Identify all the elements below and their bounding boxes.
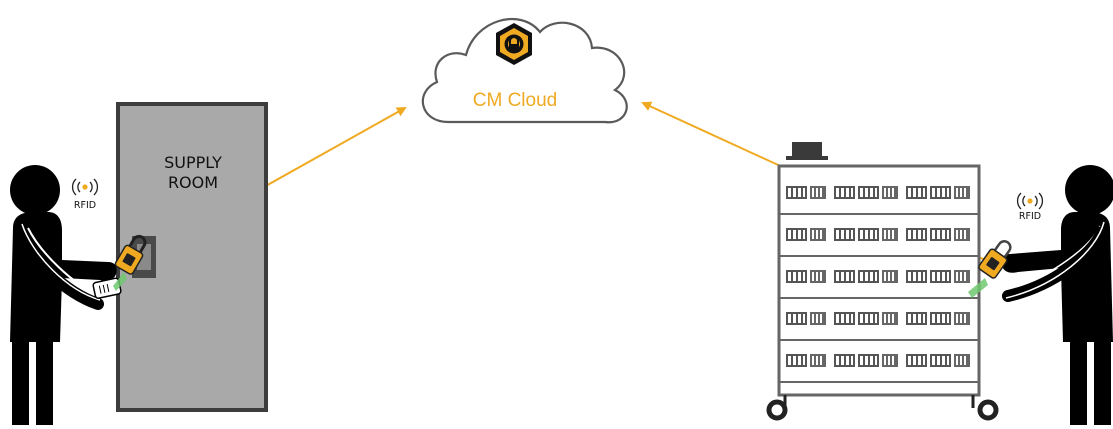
right-padlock-icon <box>978 240 1012 279</box>
rack-bin <box>954 186 970 199</box>
left-person-icon <box>10 165 117 425</box>
cloud-label: CM Cloud <box>473 90 557 111</box>
door-label-line2: ROOM <box>168 173 218 192</box>
left-scan-beam <box>113 272 127 291</box>
rack-bin <box>882 312 898 325</box>
rack-bin <box>834 312 855 325</box>
rack-bin <box>786 354 807 367</box>
rack-bin <box>858 312 879 325</box>
rack-laptop-screen <box>792 142 822 156</box>
rack-bin <box>954 270 970 283</box>
rack-bin <box>882 270 898 283</box>
rack-bin <box>954 354 970 367</box>
left-rfid-label: RFID <box>74 200 96 211</box>
cm-hexagon-lock-logo <box>496 23 532 65</box>
rack-bin <box>810 270 826 283</box>
door-label-line1: SUPPLY <box>164 153 222 172</box>
rack-bin <box>834 270 855 283</box>
right-rfid-signal-icon <box>1016 192 1044 210</box>
left-rfid-signal-icon <box>71 178 99 196</box>
rack-bin <box>930 228 951 241</box>
rack-bin <box>906 354 927 367</box>
rack-bin <box>906 270 927 283</box>
rack-bin <box>810 312 826 325</box>
rack-bin <box>930 354 951 367</box>
rack-bin <box>954 228 970 241</box>
rack-bin <box>810 186 826 199</box>
rack-bin <box>786 186 807 199</box>
rack-bin <box>906 186 927 199</box>
rack-bin <box>882 354 898 367</box>
rack-bin <box>786 270 807 283</box>
rack-bin <box>786 228 807 241</box>
right-rfid-label: RFID <box>1019 211 1041 222</box>
right-person-icon <box>1001 165 1113 425</box>
right-scan-beam <box>968 278 988 298</box>
rack-bin <box>810 228 826 241</box>
rack-bin <box>930 186 951 199</box>
rack-bin <box>834 354 855 367</box>
right-rfid-badge: RFID <box>1016 192 1044 222</box>
rack-bin <box>858 228 879 241</box>
rack-bin <box>882 186 898 199</box>
rack-bin <box>858 354 879 367</box>
cm-cloud: CM Cloud <box>421 17 628 124</box>
rack-bin <box>786 312 807 325</box>
cloud-outline <box>421 17 628 124</box>
rack-laptop-base <box>786 156 828 160</box>
rack-bin <box>906 312 927 325</box>
rack-wheel-right <box>977 399 999 421</box>
rack-bin <box>810 354 826 367</box>
rack-bin <box>906 228 927 241</box>
rack-bin <box>954 312 970 325</box>
rack-bin <box>834 186 855 199</box>
left-rfid-badge: RFID <box>71 178 99 211</box>
storage-rack <box>766 142 999 421</box>
rack-bin <box>930 270 951 283</box>
left-padlock-icon <box>114 234 147 275</box>
rack-bin <box>858 186 879 199</box>
rack-bin <box>882 228 898 241</box>
rack-bin <box>858 270 879 283</box>
rack-bin <box>930 312 951 325</box>
rack-wheel-left <box>766 399 788 421</box>
rack-bin <box>834 228 855 241</box>
